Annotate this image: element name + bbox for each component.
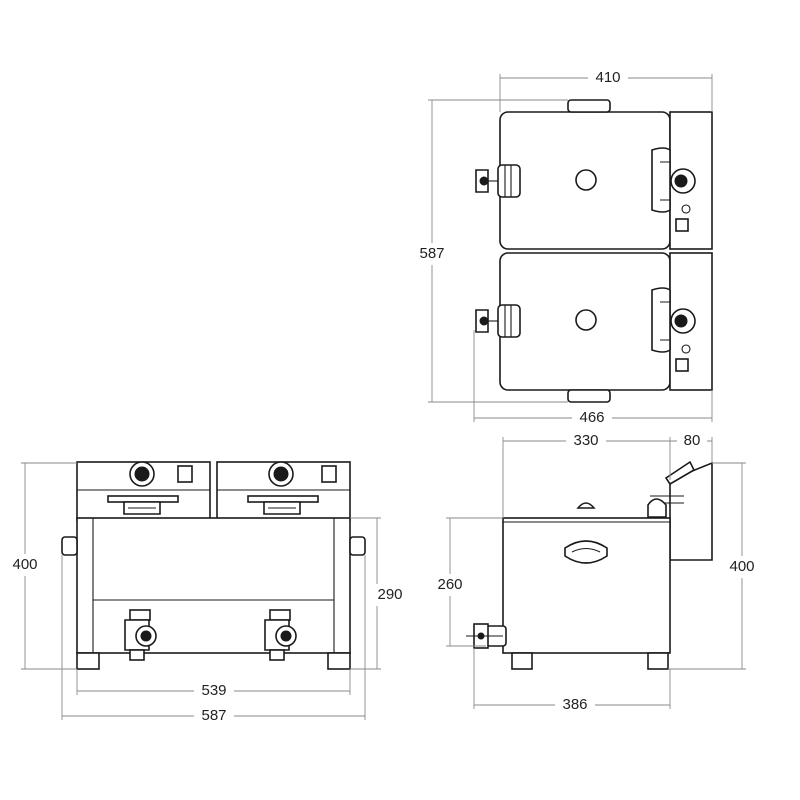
top-view: 410 587 466 [414,69,713,427]
top-view-lower-tank [475,252,713,403]
side-view-tap [466,623,507,649]
top-view-upper-tank [475,99,713,250]
front-view-dimensions [21,462,381,720]
side-view-width-top-label: 330 [573,432,598,449]
front-view-control-head-right [216,461,351,521]
front-view: 400 290 539 587 [6,461,409,725]
front-view-tap-left [124,609,157,661]
side-view: 330 80 260 400 386 [431,432,761,714]
top-view-width-bottom-label: 466 [579,409,604,426]
side-view-height-label: 400 [729,558,754,575]
front-view-control-head-left [76,461,211,521]
side-view-dimensions [446,437,746,709]
front-view-height-label: 400 [12,556,37,573]
front-view-tap-right [264,609,297,661]
side-view-control-column [647,460,713,561]
front-view-body-height-label: 290 [377,586,402,603]
side-view-base-width-label: 386 [562,696,587,713]
top-view-depth-label: 587 [419,245,444,262]
front-view-overall-width-label: 587 [201,707,226,724]
side-view-control-depth-label: 80 [684,432,701,449]
front-view-body [61,517,366,670]
top-view-width-top-label: 410 [595,69,620,86]
front-view-inner-width-label: 539 [201,682,226,699]
side-view-tap-height-label: 260 [437,576,462,593]
side-view-body [502,502,671,670]
